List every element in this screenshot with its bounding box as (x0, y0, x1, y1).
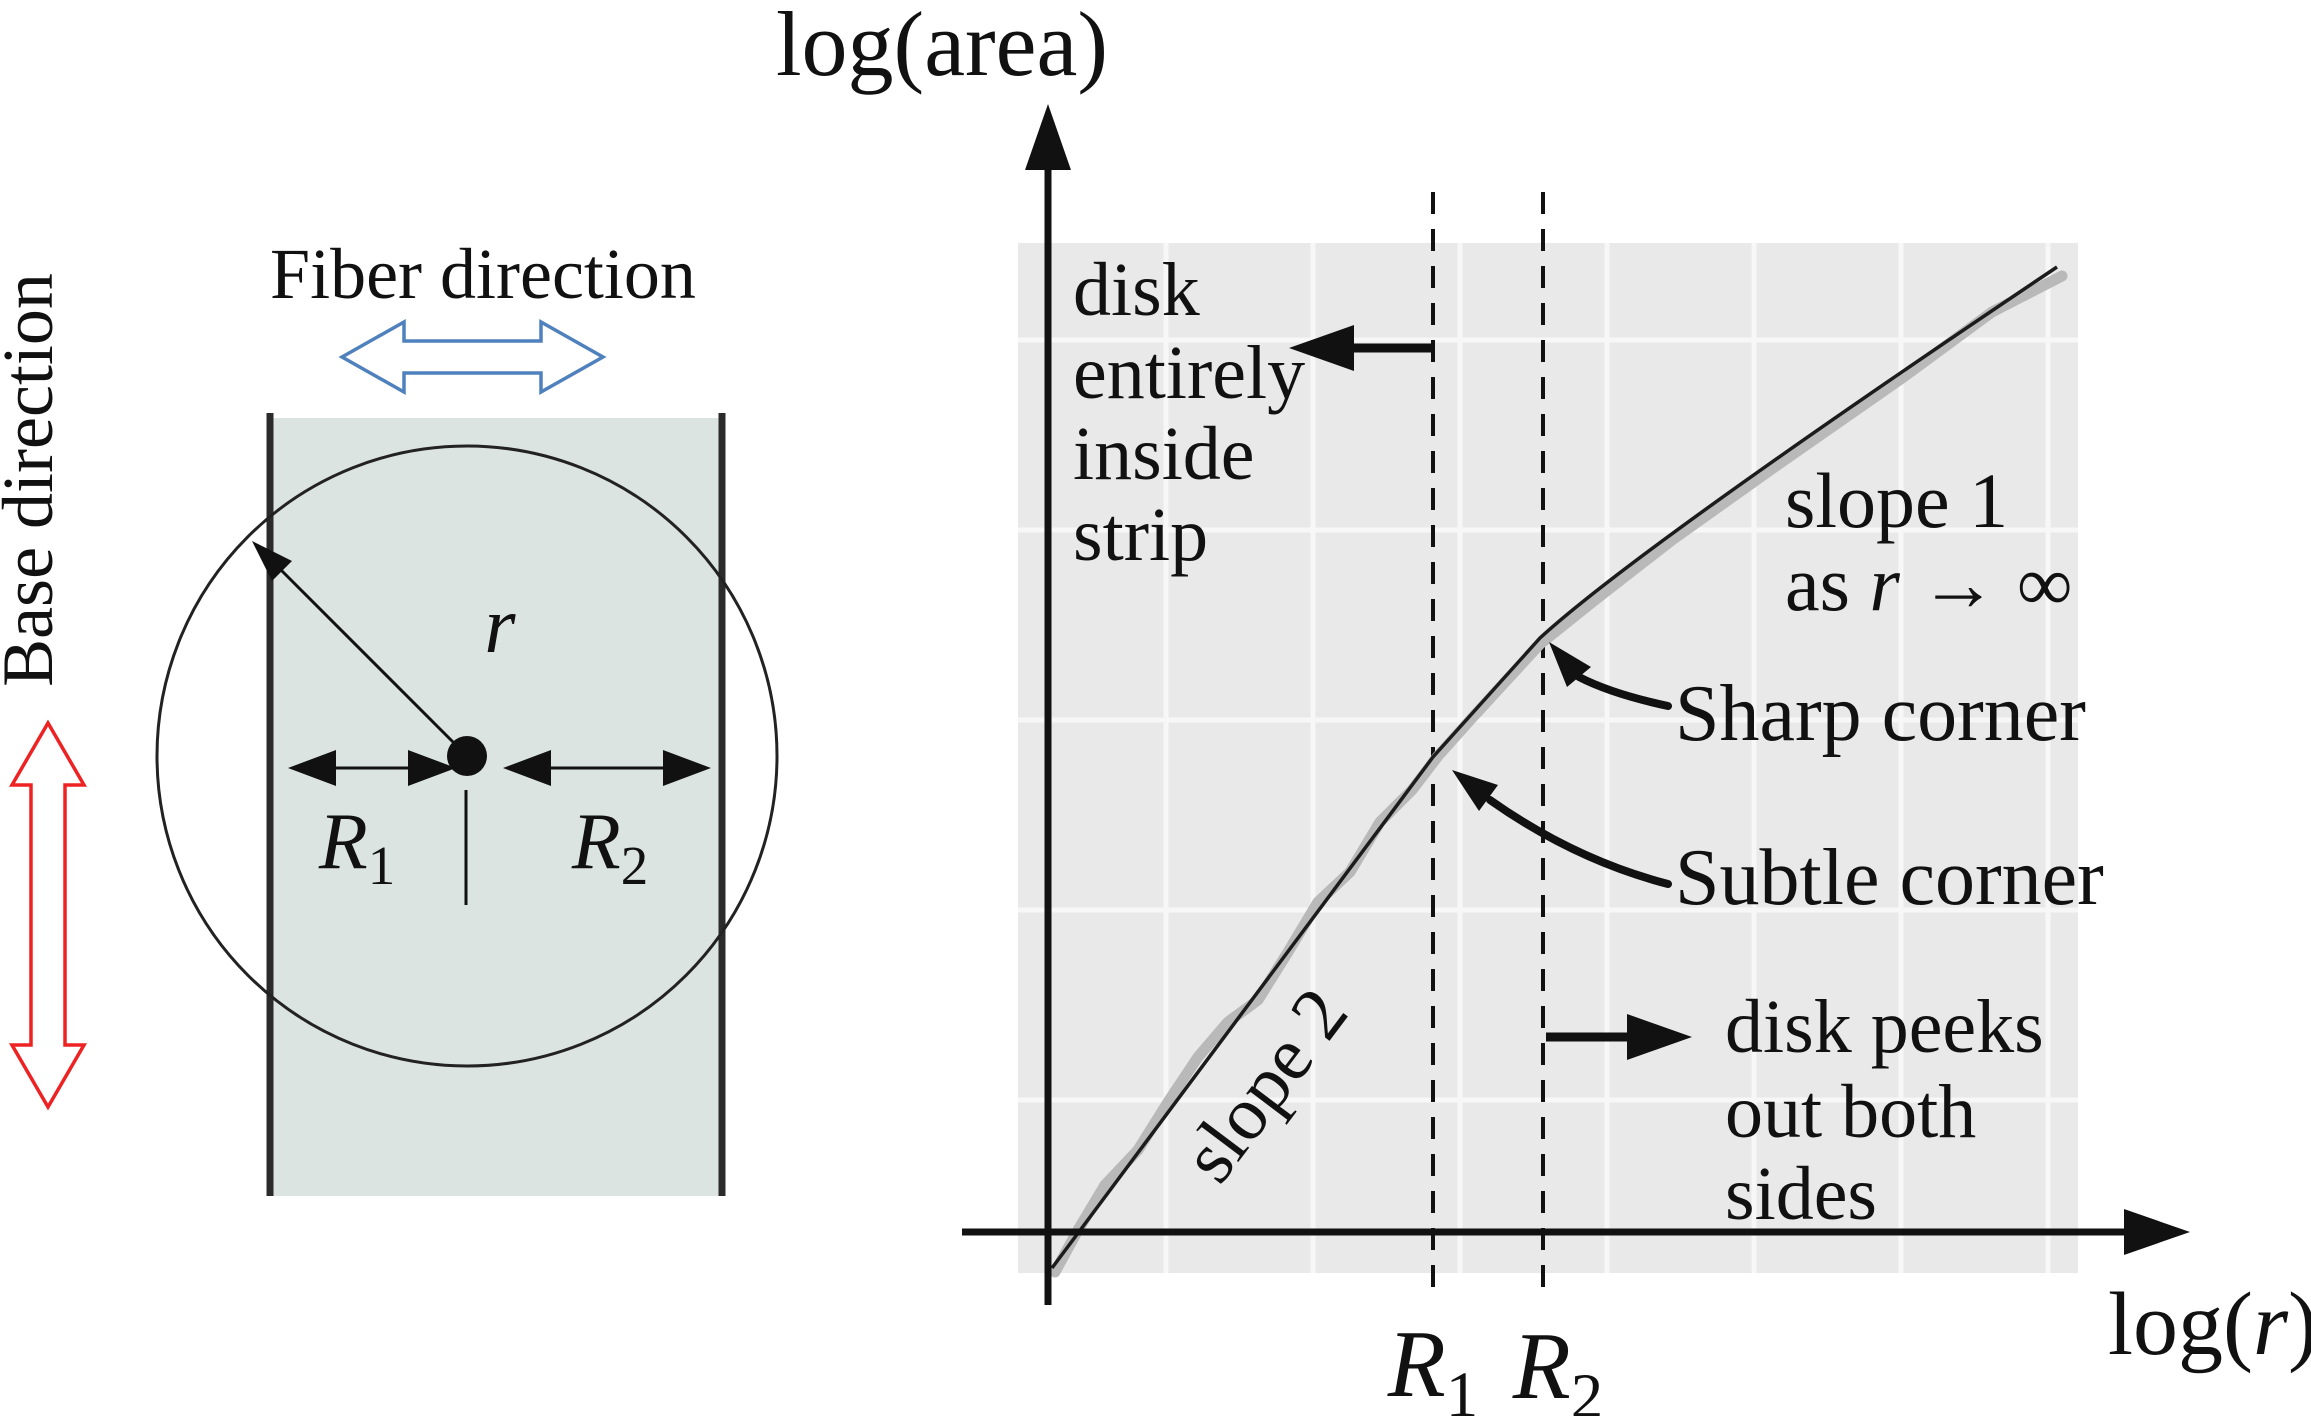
fiber-direction-label: Fiber direction (270, 234, 696, 314)
r1-arrow-icon (288, 750, 456, 786)
base-direction-label: Base direction (0, 273, 68, 687)
subtle-corner-annotation: Subtle corner (1452, 770, 2104, 922)
r2-arrow-icon (503, 750, 711, 786)
peeks-right-arrow-icon (1546, 1014, 1692, 1060)
y-axis (1025, 104, 1071, 1305)
log-log-plot: log(area) log(r) disk entirely inside st… (776, 0, 2311, 1416)
sharp-corner-annotation: Sharp corner (1549, 642, 2086, 758)
disk-circle (155, 444, 779, 1068)
subtle-corner-arrow-tail (1486, 796, 1672, 888)
measured-curve-gray (1049, 270, 2068, 1278)
subtle-corner-label: Subtle corner (1675, 834, 2104, 922)
slope1-limit-label: as r → ∞ (1785, 540, 2072, 627)
inside-annotation: disk entirely inside strip (1073, 248, 1431, 577)
base-direction-arrow-icon (8, 719, 88, 1111)
y-axis-label: log(area) (776, 0, 1108, 95)
peeks-line-1: disk peeks (1725, 985, 2044, 1069)
slope1-label: slope 1 (1785, 457, 2008, 544)
strip-region (267, 418, 725, 1196)
peeks-line-2: out both (1725, 1070, 1976, 1154)
model-curve (1050, 265, 2058, 1270)
sharp-corner-arrow-tail (1575, 673, 1672, 710)
x-axis (962, 1209, 2190, 1255)
grid-lines (1018, 243, 2078, 1273)
subtle-corner-arrowhead-icon (1452, 770, 1498, 811)
r1-tick-label: R1 (1387, 1311, 1479, 1416)
peeks-annotation: disk peeks out both sides (1546, 985, 2044, 1236)
strip-diagram: r R1 R2 Fiber direction Base direction (0, 234, 779, 1196)
r2-label: R2 (571, 798, 648, 896)
x-axis-label: log(r) (2108, 1275, 2311, 1374)
radius-label: r (484, 582, 516, 670)
r1-label: R1 (318, 798, 395, 896)
inside-left-arrow-icon (1289, 325, 1431, 371)
sharp-corner-label: Sharp corner (1675, 670, 2086, 758)
inside-line-1: disk (1073, 248, 1200, 332)
inside-line-2: entirely (1073, 331, 1305, 415)
inside-line-3: inside (1073, 412, 1255, 496)
peeks-line-3: sides (1725, 1152, 1877, 1236)
fiber-direction-arrow-icon (338, 319, 607, 395)
sharp-corner-arrowhead-icon (1549, 642, 1591, 687)
radius-arrow-icon (252, 541, 464, 753)
inside-line-4: strip (1073, 493, 1208, 577)
r2-tick-label: R2 (1512, 1313, 1604, 1416)
